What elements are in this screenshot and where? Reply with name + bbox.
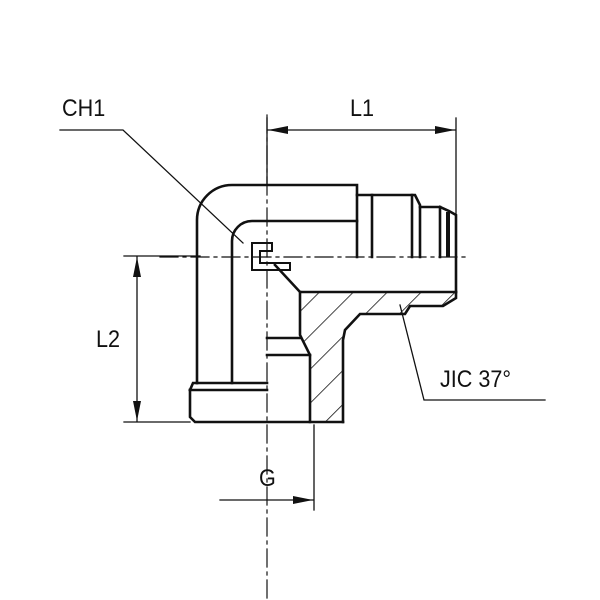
jic-leader <box>399 304 546 401</box>
g-label: G <box>259 465 276 492</box>
ch1-hex-symbol <box>251 242 291 271</box>
body-outline <box>188 183 458 424</box>
l2-label: L2 <box>96 326 121 353</box>
l1-label: L1 <box>350 95 375 122</box>
section-hatch <box>300 292 456 422</box>
centerlines <box>159 114 471 600</box>
ch1-leader <box>59 129 244 244</box>
jic-label: JIC 37° <box>440 366 512 393</box>
ch1-label: CH1 <box>62 95 106 122</box>
